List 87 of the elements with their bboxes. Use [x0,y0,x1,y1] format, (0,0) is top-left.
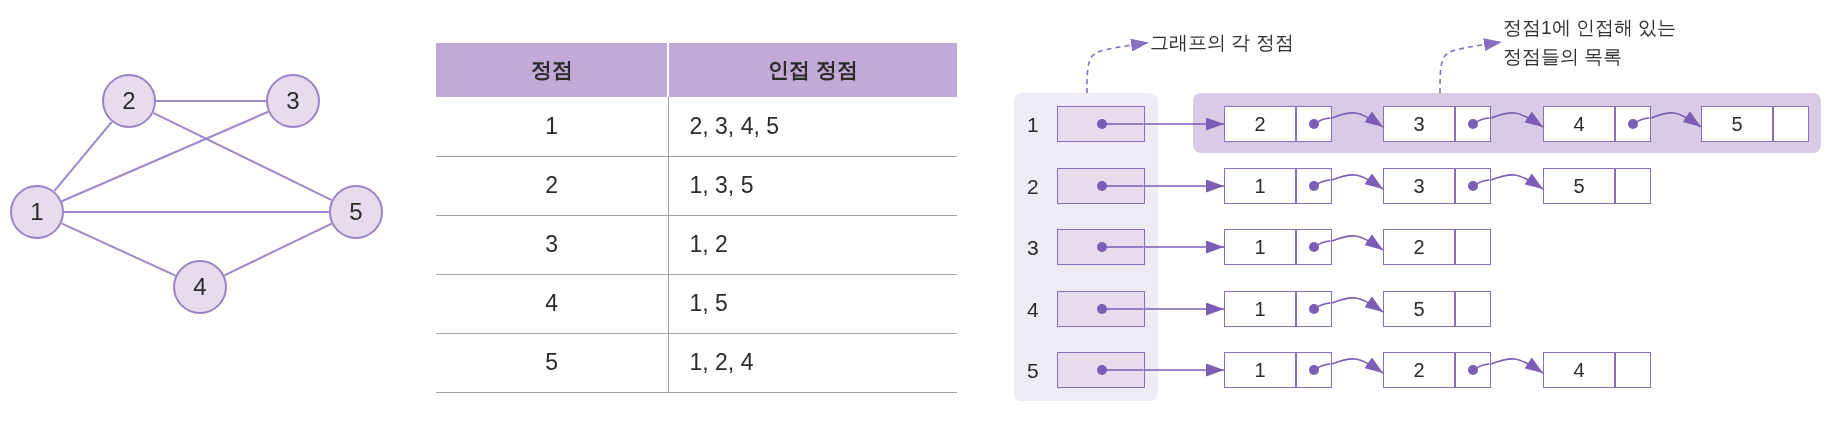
array-slot [1057,352,1145,388]
column-header: 인접 정점 [668,43,957,97]
list-node [1224,106,1332,142]
vertex-label: 1 [30,200,44,224]
node-value: 2 [1413,360,1425,380]
node-value: 1 [1254,360,1266,380]
list-node [1224,229,1332,265]
list-node [1224,168,1332,204]
table-cell: 2 [436,156,668,215]
callout-arrow [1439,38,1503,94]
table-cell: 1 [436,97,668,156]
list-node [1701,106,1809,142]
table-cell: 4 [436,274,668,333]
vertex-label: 4 [193,275,207,299]
list-node [1224,352,1332,388]
vertex-number: 1 [1027,113,1039,135]
annotation-text: 정점1에 인접해 있는 정점들의 목록 [1503,13,1683,71]
pointer-arrow [1490,173,1544,190]
table-cell: 3 [436,215,668,274]
graph-edge [155,100,267,102]
node-value: 4 [1573,114,1585,134]
annotation-text: 그래프의 각 정점 [1150,28,1294,57]
vertex-label: 5 [349,200,363,224]
node-value: 1 [1254,176,1266,196]
node-value: 2 [1254,114,1266,134]
highlight-band [1193,93,1821,153]
node-value: 5 [1731,114,1743,134]
pointer-arrow [1144,302,1225,316]
graph-edge [63,211,330,213]
pointer-arrow [1331,173,1384,190]
node-value: 4 [1573,360,1585,380]
graph-edge [53,120,113,193]
column-header: 정점 [436,43,668,97]
vertex-label: 3 [286,89,300,113]
list-node [1383,291,1491,327]
vertex-circle [173,260,227,314]
pointer-arrow [1650,111,1702,128]
vertex-number: 3 [1027,236,1039,258]
vertex-circle [10,185,64,239]
table-cell: 1, 5 [668,274,957,333]
pointer-arrow [1490,357,1544,374]
table-cell: 5 [436,333,668,392]
vertex-label: 2 [122,89,136,113]
pointer-arrow [1144,179,1225,193]
array-slot [1057,168,1145,204]
list-node [1224,291,1332,327]
pointer-arrow [1144,240,1225,254]
graph-edge [60,110,270,203]
array-slot [1057,106,1145,142]
table-cell: 1, 3, 5 [668,156,957,215]
node-value: 5 [1413,299,1425,319]
table-cell: 2, 3, 4, 5 [668,97,957,156]
pointer-arrow [1490,111,1544,128]
node-value: 5 [1573,176,1585,196]
pointer-arrow [1331,296,1384,313]
list-node [1383,352,1491,388]
table-cell: 1, 2 [668,215,957,274]
vertex-number: 4 [1027,298,1039,320]
list-node [1543,106,1651,142]
array-slot [1057,291,1145,327]
node-value: 3 [1413,176,1425,196]
node-value: 2 [1413,237,1425,257]
array-slot [1057,229,1145,265]
node-value: 1 [1254,299,1266,319]
graph-edge [223,222,333,277]
callout-arrow [1086,38,1150,94]
list-node [1383,106,1491,142]
pointer-arrow [1331,111,1384,128]
vertex-array-panel [1014,93,1158,401]
node-value: 3 [1413,114,1425,134]
graph-edge [60,222,177,277]
vertex-number: 2 [1027,175,1039,197]
pointer-arrow [1331,234,1384,251]
list-node [1383,168,1491,204]
pointer-arrow [1331,357,1384,374]
vertex-circle [329,185,383,239]
list-node [1543,168,1651,204]
pointer-arrow [1144,363,1225,377]
list-node [1543,352,1651,388]
vertex-circle [102,74,156,128]
table-cell: 1, 2, 4 [668,333,957,392]
graph-edge [152,111,333,202]
pointer-arrow [1144,117,1225,131]
vertex-circle [266,74,320,128]
list-node [1383,229,1491,265]
node-value: 1 [1254,237,1266,257]
vertex-number: 5 [1027,359,1039,381]
